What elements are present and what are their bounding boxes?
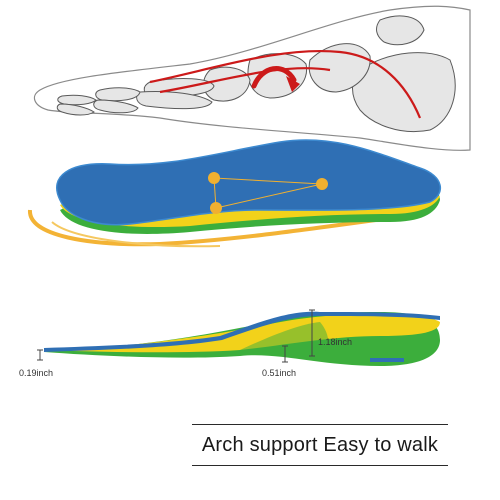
arch-arrow bbox=[251, 66, 297, 89]
side-yellow-layer bbox=[44, 314, 440, 353]
side-blue-top bbox=[44, 311, 440, 352]
arch-height-label: 1.18inch bbox=[318, 337, 353, 347]
heel-thickness-label: 0.19inch bbox=[19, 368, 54, 378]
pressure-point-3 bbox=[210, 202, 222, 214]
swoosh-lines bbox=[27, 209, 421, 247]
arch-arrow-head bbox=[286, 76, 300, 92]
pressure-point-2 bbox=[316, 178, 328, 190]
caption-text: Arch support Easy to walk bbox=[201, 433, 439, 456]
side-arch-blue bbox=[240, 322, 329, 354]
pressure-triangle bbox=[208, 172, 328, 214]
caption-box: Arch support Easy to walk bbox=[192, 424, 448, 466]
insole-top-surface bbox=[56, 139, 441, 226]
side-heel-tab bbox=[370, 358, 404, 362]
pressure-point-1 bbox=[208, 172, 220, 184]
mid-thickness-label: 0.51inch bbox=[262, 368, 297, 378]
arch-highlight bbox=[149, 50, 422, 119]
swoosh-lines-2 bbox=[51, 221, 221, 248]
dimension-markers bbox=[37, 309, 315, 363]
